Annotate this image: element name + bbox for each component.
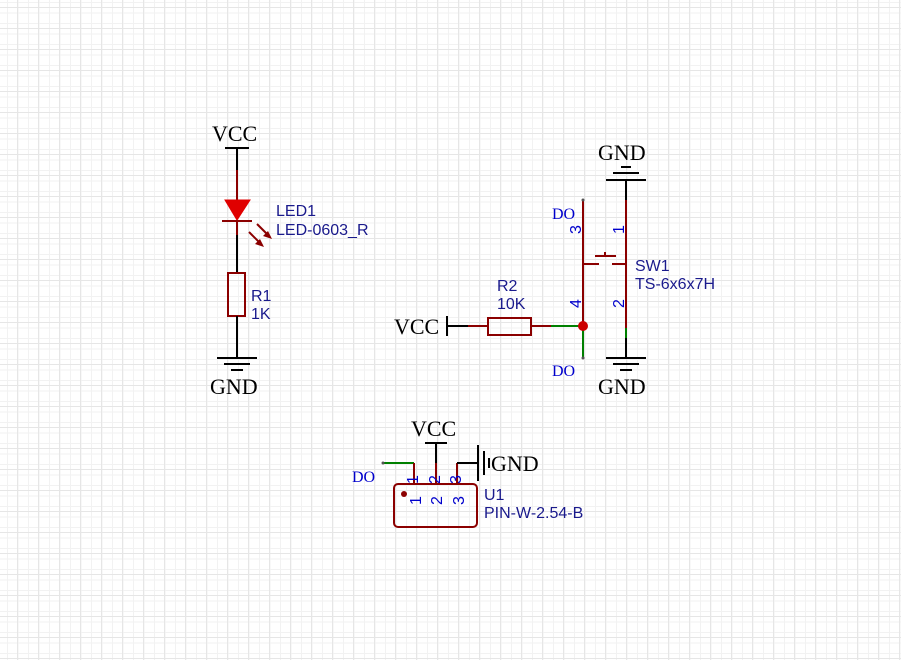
switch-sw1-symbol[interactable] [581,198,627,329]
led-value[interactable]: LED-0603_R [276,222,369,239]
wire-end [381,461,385,465]
u1-body-pin-3: 3 [451,496,468,505]
ground-symbol-icon [606,166,646,181]
pin1-marker-dot [401,491,407,497]
sw1-pin-3: 3 [568,225,585,234]
vcc-label-header[interactable]: VCC [411,416,456,441]
do-net-label-bottom[interactable]: DO [552,363,575,380]
u1-body-pin-2: 2 [429,496,446,505]
connector-u1-body[interactable] [393,483,478,528]
gnd-label-switch-bottom[interactable]: GND [598,374,646,399]
vcc-label-switch[interactable]: VCC [394,314,439,339]
r2-designator[interactable]: R2 [497,278,518,295]
sw1-value[interactable]: TS-6x6x7H [635,276,715,293]
gnd-label-switch-top[interactable]: GND [598,140,646,165]
gnd-label-led[interactable]: GND [210,374,258,399]
light-emission-arrows-icon [248,223,272,247]
u1-designator[interactable]: U1 [484,487,505,504]
u1-pin-label-1: 1 [405,475,422,484]
ground-symbol-icon [217,357,257,371]
header-circuit: VCC DO GND 1 2 3 1 2 3 U1 PIN-W-2.54-B [352,416,583,528]
u1-pin-label-3: 3 [448,475,465,484]
sw1-designator[interactable]: SW1 [635,258,670,275]
junction-dot [578,321,588,331]
switch-circuit: GND 3 1 4 2 SW1 TS-6x6x7H DO G [394,140,715,399]
do-net-label-top[interactable]: DO [552,206,575,223]
wire-end [581,356,585,360]
vcc-power-symbol [225,147,249,170]
u1-body-pin-1: 1 [408,496,425,505]
ground-symbol-icon [606,357,646,371]
led-circuit: VCC LED1 LED-0603_R R1 1K [210,121,369,399]
r1-value[interactable]: 1K [251,306,271,323]
ground-symbol-icon [477,445,490,481]
resistor-r2-symbol[interactable] [487,317,532,336]
r2-value[interactable]: 10K [497,296,526,313]
gnd-label-header[interactable]: GND [491,451,539,476]
resistor-r1-symbol[interactable] [227,272,246,317]
sw1-pin-1: 1 [611,225,628,234]
vcc-label-led[interactable]: VCC [212,121,257,146]
r1-designator[interactable]: R1 [251,288,272,305]
led-designator[interactable]: LED1 [276,203,316,220]
sw1-pin-4: 4 [568,299,585,308]
led-symbol[interactable] [222,199,272,247]
do-net-label-header[interactable]: DO [352,469,375,486]
sw1-pin-2: 2 [611,299,628,308]
u1-value[interactable]: PIN-W-2.54-B [484,505,583,522]
u1-pin-label-2: 2 [427,475,444,484]
vcc-power-symbol [425,442,447,463]
